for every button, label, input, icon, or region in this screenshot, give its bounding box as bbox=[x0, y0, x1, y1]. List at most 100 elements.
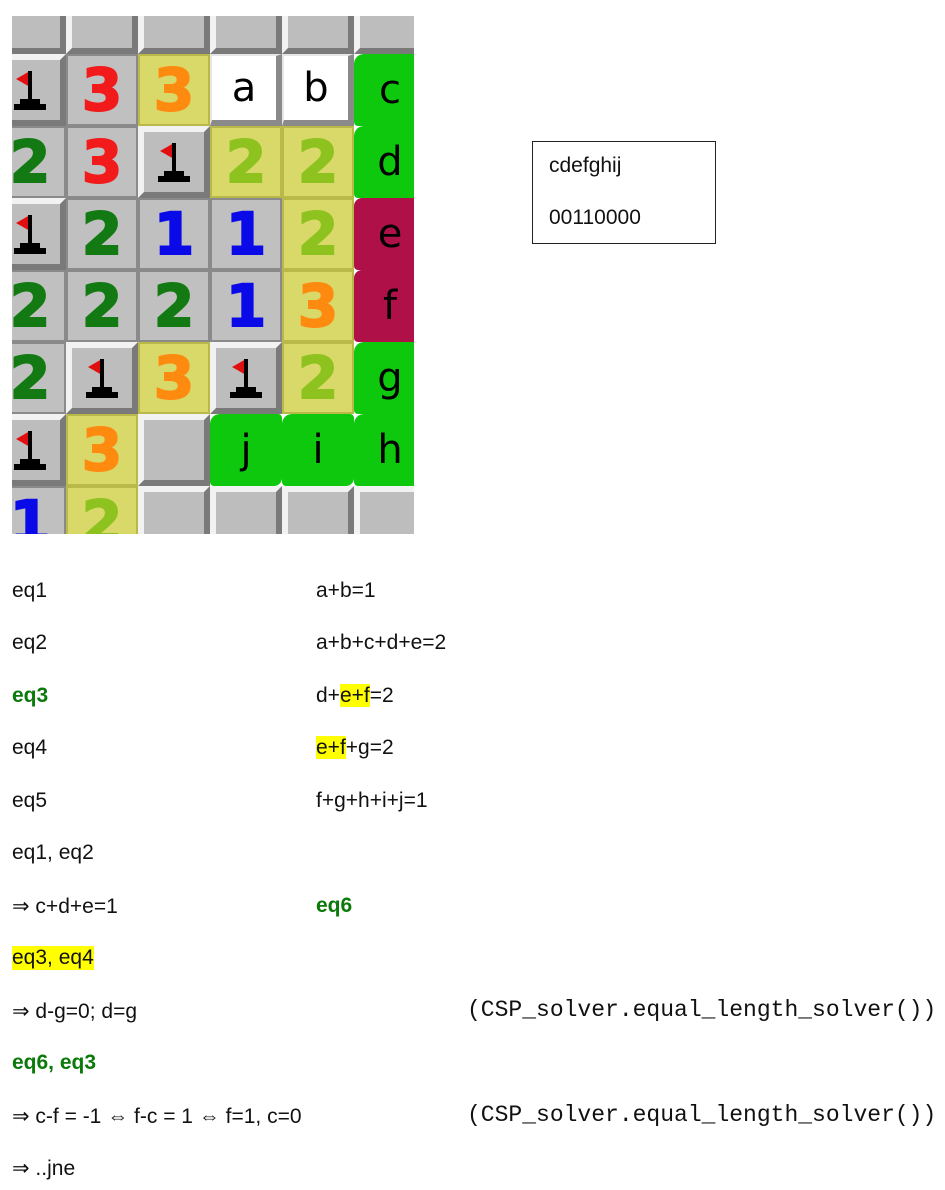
cell-number: 2 bbox=[81, 488, 123, 534]
cell-number: 3 bbox=[81, 416, 123, 484]
number-cell: 3 bbox=[66, 126, 138, 198]
number-cell: 3 bbox=[66, 414, 138, 486]
flagged-cell bbox=[12, 54, 66, 126]
number-cell: 2 bbox=[282, 126, 354, 198]
cell-number: 2 bbox=[12, 128, 51, 196]
cell-number: 1 bbox=[225, 272, 267, 340]
unopened-cell bbox=[138, 486, 210, 534]
flag-icon bbox=[226, 355, 266, 401]
eq2-expression: a+b+c+d+e=2 bbox=[316, 631, 447, 654]
cell-number: 2 bbox=[297, 200, 339, 268]
flagged-cell bbox=[66, 342, 138, 414]
eq3-label: eq3 bbox=[12, 684, 49, 707]
variable-cell-g: g bbox=[354, 342, 414, 414]
flag-icon bbox=[154, 139, 194, 185]
unopened-cell bbox=[12, 16, 66, 54]
variable-cell-i: i bbox=[282, 414, 354, 486]
eq3-expr-highlight: e+f bbox=[339, 684, 370, 707]
eq3-expr-part-b: =2 bbox=[369, 684, 394, 707]
variable-letters: cdefghij bbox=[549, 154, 622, 177]
number-cell: 2 bbox=[12, 342, 66, 414]
eq1-label: eq1 bbox=[12, 579, 48, 602]
cell-number: 2 bbox=[297, 344, 339, 412]
flagged-cell bbox=[138, 126, 210, 198]
variable-cell-b: b bbox=[282, 54, 354, 126]
variable-cell-j: j bbox=[210, 414, 282, 486]
cell-variable-letter: b bbox=[303, 65, 329, 111]
cell-number: 2 bbox=[81, 200, 123, 268]
cell-variable-letter: f bbox=[382, 283, 398, 329]
cell-number: 3 bbox=[81, 56, 123, 124]
cell-variable-letter: i bbox=[312, 427, 324, 473]
cell-number: 3 bbox=[297, 272, 339, 340]
cell-number: 2 bbox=[153, 272, 195, 340]
cell-variable-letter: e bbox=[377, 211, 403, 257]
unopened-cell bbox=[282, 486, 354, 534]
variable-cell-d: d bbox=[354, 126, 414, 198]
cell-number: 3 bbox=[153, 344, 195, 412]
combo-eq1-eq2: eq1, eq2 bbox=[12, 841, 94, 864]
number-cell: 2 bbox=[66, 198, 138, 270]
cell-variable-letter: a bbox=[231, 65, 257, 111]
number-cell: 2 bbox=[12, 270, 66, 342]
cell-variable-letter: g bbox=[377, 355, 403, 401]
eq6-label: eq6 bbox=[316, 894, 353, 917]
eq4-expression: e+f+g=2 bbox=[316, 736, 394, 760]
variable-cell-a: a bbox=[210, 54, 282, 126]
flagged-cell bbox=[210, 342, 282, 414]
cell-number: 2 bbox=[12, 272, 51, 340]
unopened-cell bbox=[66, 16, 138, 54]
number-cell: 2 bbox=[282, 198, 354, 270]
cell-number: 1 bbox=[12, 488, 51, 534]
cell-number: 2 bbox=[12, 344, 51, 412]
cell-number: 1 bbox=[153, 200, 195, 268]
eq4-expr-highlight: e+f bbox=[316, 736, 346, 759]
unopened-cell bbox=[282, 16, 354, 54]
solver-call-1: (CSP_solver.equal_length_solver()) bbox=[467, 997, 937, 1023]
variable-cell-f: f bbox=[354, 270, 414, 342]
derivation-2: ⇒ d-g=0; d=g bbox=[12, 1000, 138, 1023]
unopened-cell bbox=[210, 16, 282, 54]
unopened-cell bbox=[354, 486, 414, 534]
flagged-cell bbox=[12, 414, 66, 486]
variable-bits: 00110000 bbox=[549, 206, 641, 229]
cell-variable-letter: j bbox=[240, 427, 252, 473]
number-cell: 2 bbox=[138, 270, 210, 342]
eq4-label: eq4 bbox=[12, 736, 48, 759]
cell-variable-letter: d bbox=[377, 139, 403, 185]
unopened-cell bbox=[210, 486, 282, 534]
flag-icon bbox=[12, 67, 50, 113]
number-cell: 2 bbox=[12, 126, 66, 198]
variable-cell-e: e bbox=[354, 198, 414, 270]
eq4-expr-part-b: +g=2 bbox=[345, 736, 394, 759]
derivation-4: ⇒ ..jne bbox=[12, 1157, 76, 1180]
cell-number: 3 bbox=[81, 128, 123, 196]
eq5-label: eq5 bbox=[12, 789, 48, 812]
eq5-expression: f+g+h+i+j=1 bbox=[316, 789, 428, 812]
assignment-box: cdefghij 00110000 bbox=[532, 141, 716, 244]
number-cell: 2 bbox=[66, 486, 138, 534]
cell-number: 3 bbox=[153, 56, 195, 124]
variable-cell-h: h bbox=[354, 414, 414, 486]
unopened-cell bbox=[138, 16, 210, 54]
number-cell: 3 bbox=[66, 54, 138, 126]
flag-icon bbox=[12, 211, 50, 257]
cell-number: 2 bbox=[225, 128, 267, 196]
number-cell: 3 bbox=[138, 54, 210, 126]
flag-icon bbox=[82, 355, 122, 401]
variable-cell-c: c bbox=[354, 54, 414, 126]
number-cell: 1 bbox=[138, 198, 210, 270]
cell-variable-letter: c bbox=[379, 67, 401, 113]
cell-variable-letter: h bbox=[377, 427, 403, 473]
number-cell: 1 bbox=[12, 486, 66, 534]
eq3-expr-part-a: d+ bbox=[316, 684, 340, 707]
eq3-expression: d+e+f=2 bbox=[316, 684, 394, 708]
number-cell: 2 bbox=[66, 270, 138, 342]
derivation-3: ⇒ c-f = -1 ⇔ f-c = 1 ⇔ f=1, c=0 bbox=[12, 1105, 302, 1128]
number-cell: 2 bbox=[210, 126, 282, 198]
eq2-label: eq2 bbox=[12, 631, 48, 654]
cell-number: 1 bbox=[225, 200, 267, 268]
derivation-1: ⇒ c+d+e=1 bbox=[12, 895, 118, 918]
eq1-expression: a+b=1 bbox=[316, 579, 376, 602]
